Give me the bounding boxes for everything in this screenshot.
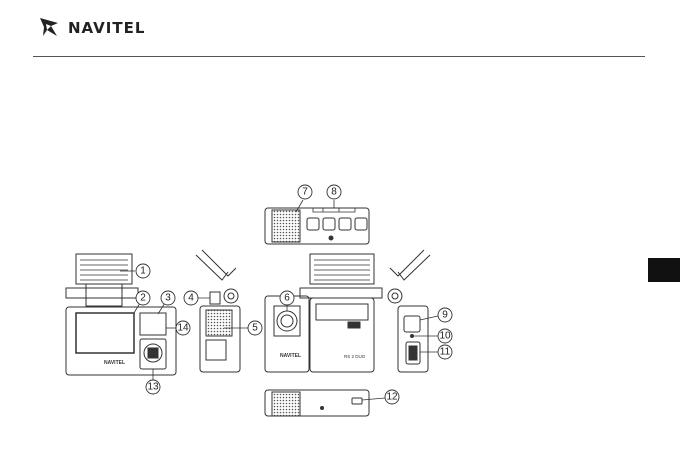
callout-9-label: 9 bbox=[442, 310, 448, 321]
device-top-view bbox=[264, 207, 370, 245]
callout-6-label: 6 bbox=[284, 293, 290, 304]
callout-5-label: 5 bbox=[252, 323, 258, 334]
callout-13-label: 13 bbox=[147, 382, 159, 393]
device-side-view-left bbox=[195, 249, 241, 373]
device-front-view: NAVITEL bbox=[65, 253, 177, 376]
callout-14: 14 bbox=[175, 320, 191, 336]
callout-4: 4 bbox=[183, 290, 199, 306]
callout-4-label: 4 bbox=[188, 293, 194, 304]
callout-11: 11 bbox=[437, 344, 453, 360]
callout-1-label: 1 bbox=[140, 266, 146, 277]
page-header: NAVITEL bbox=[0, 0, 680, 60]
callout-9: 9 bbox=[437, 307, 453, 323]
section-tab bbox=[648, 258, 680, 282]
callout-7-label: 7 bbox=[302, 187, 308, 198]
callout-14-label: 14 bbox=[177, 323, 189, 334]
brand-name: NAVITEL bbox=[68, 19, 146, 37]
callout-13: 13 bbox=[145, 379, 161, 395]
callout-10-label: 10 bbox=[439, 331, 451, 342]
callout-8: 8 bbox=[326, 184, 342, 200]
callout-12: 12 bbox=[384, 389, 400, 405]
device-rear-view: NAVITEL RS 2 DUO bbox=[264, 253, 383, 373]
model-label: RS 2 DUO bbox=[344, 354, 366, 359]
callout-2-label: 2 bbox=[140, 293, 146, 304]
callout-5: 5 bbox=[247, 320, 263, 336]
navitel-logo-icon bbox=[40, 18, 58, 36]
header-divider bbox=[33, 56, 645, 57]
device-side-view-right bbox=[387, 249, 431, 373]
callout-3: 3 bbox=[160, 290, 176, 306]
callout-10: 10 bbox=[437, 328, 453, 344]
callout-7: 7 bbox=[297, 184, 313, 200]
callout-11-label: 11 bbox=[440, 347, 451, 358]
front-logo: NAVITEL bbox=[104, 360, 125, 366]
side-logo: NAVITEL bbox=[280, 353, 301, 359]
callout-6: 6 bbox=[279, 290, 295, 306]
callout-3-label: 3 bbox=[165, 293, 171, 304]
callout-1: 1 bbox=[135, 263, 151, 279]
callout-12-label: 12 bbox=[386, 392, 398, 403]
device-bottom-view bbox=[264, 389, 370, 417]
callout-8-label: 8 bbox=[331, 187, 337, 198]
callout-2: 2 bbox=[135, 290, 151, 306]
